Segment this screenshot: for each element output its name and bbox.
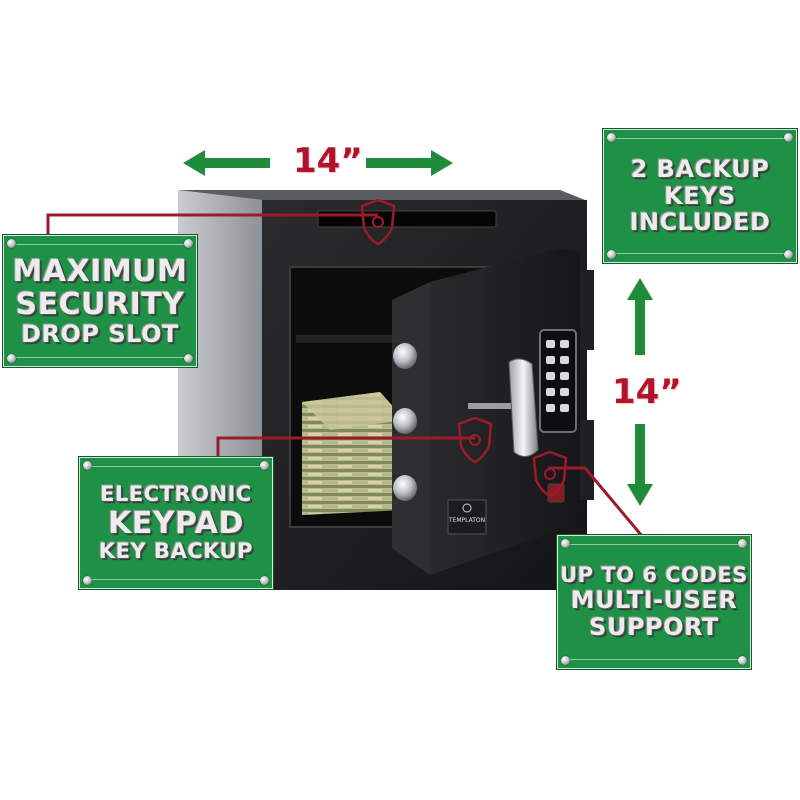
callout-drop-slot: MAXIMUM SECURITY DROP SLOT <box>2 234 198 368</box>
screw-icon <box>184 354 193 363</box>
shield-icon <box>457 416 493 464</box>
callout-line: INCLUDED <box>629 208 771 237</box>
screw-icon <box>83 461 92 470</box>
screw-icon <box>607 133 616 142</box>
arrow-right-icon <box>366 150 453 176</box>
electronic-keypad <box>539 329 577 433</box>
cash-stacks <box>302 392 405 515</box>
door-handle <box>508 358 539 457</box>
arrow-up-icon <box>627 278 653 355</box>
shield-icon <box>360 198 396 246</box>
bolt-top <box>393 343 417 369</box>
callout-line: KEY BACKUP <box>98 538 254 563</box>
screw-icon <box>260 576 269 585</box>
leader-drop-slot <box>46 213 378 238</box>
screw-icon <box>738 656 747 665</box>
callout-line: SUPPORT <box>589 612 719 641</box>
callout-line: MAXIMUM <box>12 253 188 289</box>
height-dimension-label: 14” <box>612 372 682 412</box>
callout-backup-keys: 2 BACKUP KEYS INCLUDED <box>602 128 798 264</box>
leader-codes <box>548 466 644 537</box>
brand-logo-text: TEMPLATON <box>448 517 485 524</box>
callout-line: UP TO 6 CODES <box>560 563 748 588</box>
screw-icon <box>7 239 16 248</box>
screw-icon <box>607 250 616 259</box>
arrow-down-icon <box>627 424 653 506</box>
width-dimension-arrows <box>183 150 453 176</box>
brand-badge: TEMPLATON <box>447 499 487 535</box>
shield-icon <box>532 450 568 498</box>
screw-icon <box>784 133 793 142</box>
callout-line: KEYS <box>664 181 736 210</box>
callout-line: MULTI-USER <box>570 586 738 615</box>
screw-icon <box>83 576 92 585</box>
screw-icon <box>738 539 747 548</box>
callout-keypad: ELECTRONIC KEYPAD KEY BACKUP <box>78 456 274 590</box>
locking-bolts <box>393 343 417 501</box>
callout-line: ELECTRONIC <box>100 482 252 507</box>
arrow-left-icon <box>183 150 270 176</box>
bolt-bottom <box>393 475 417 501</box>
callout-codes: UP TO 6 CODES MULTI-USER SUPPORT <box>556 534 752 670</box>
callout-line: 2 BACKUP <box>630 155 770 184</box>
width-dimension-label: 14” <box>293 141 363 181</box>
screw-icon <box>784 250 793 259</box>
screw-icon <box>260 461 269 470</box>
hinge-upper <box>578 270 594 350</box>
hinge-lower <box>578 420 594 500</box>
height-dimension-arrows <box>627 278 653 506</box>
screw-icon <box>184 239 193 248</box>
handle-spindle <box>468 403 520 409</box>
screw-icon <box>7 354 16 363</box>
callout-line: KEYPAD <box>108 505 244 541</box>
screw-icon <box>561 656 570 665</box>
bolt-middle <box>393 408 417 434</box>
drop-slot <box>317 210 497 228</box>
safe-top-panel <box>178 190 585 200</box>
callout-line: DROP SLOT <box>21 319 179 348</box>
leader-keypad <box>216 436 475 458</box>
leader-lines <box>46 213 644 537</box>
callout-line: SECURITY <box>15 286 185 322</box>
screw-icon <box>561 539 570 548</box>
